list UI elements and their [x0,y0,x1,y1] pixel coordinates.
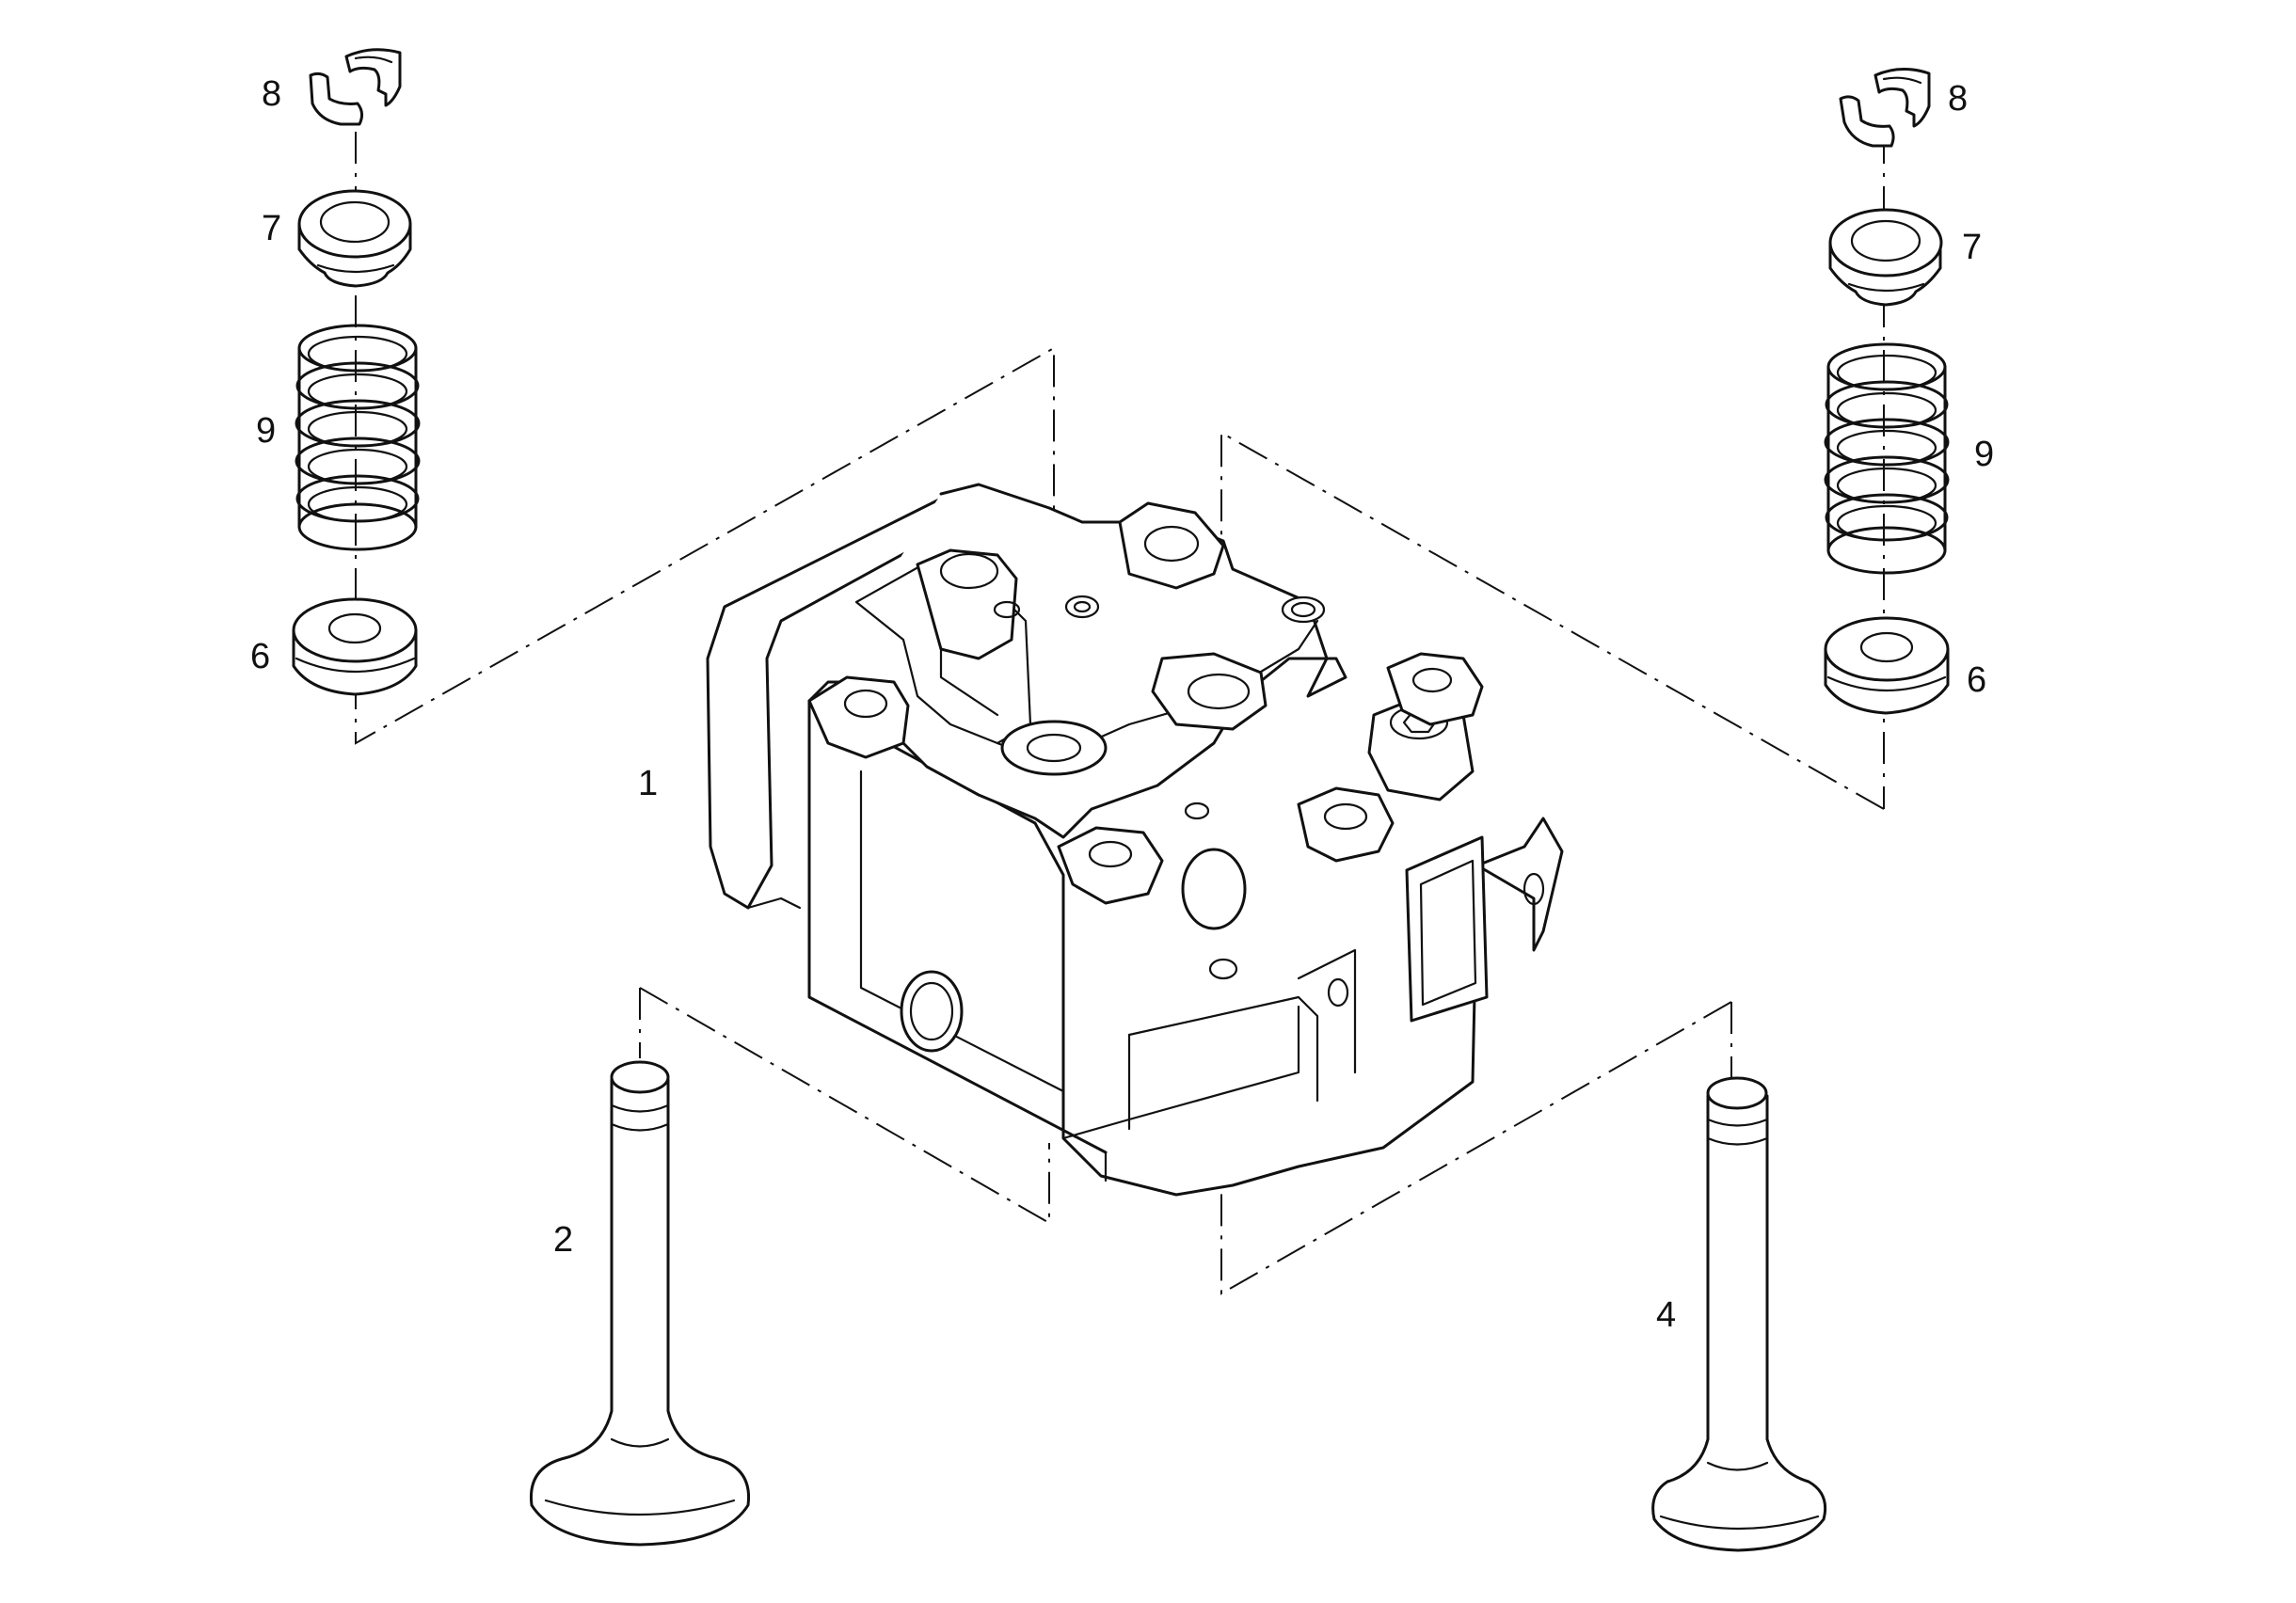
right-spring-seat [1824,616,1950,715]
callout-right-6: 6 [1967,660,1986,700]
callout-labels: 1 2 4 8 7 9 6 8 7 9 6 [250,74,1994,1335]
callout-1: 1 [638,764,658,803]
callout-right-9: 9 [1974,435,1994,474]
callout-right-8: 8 [1948,79,1968,119]
left-spring-retainer [297,189,412,288]
right-valve-cotters [1839,68,1931,148]
callout-left-9: 9 [256,411,276,451]
callout-left-6: 6 [250,637,270,676]
left-valve-stack [292,48,421,696]
right-spring-retainer [1828,208,1943,307]
callout-4: 4 [1656,1295,1676,1335]
left-valve-spring [295,324,421,551]
cylinder-head [706,483,1564,1197]
callout-right-7: 7 [1962,228,1982,267]
right-valve-stack [1824,68,1950,715]
callout-left-7: 7 [262,209,281,248]
right-valve-spring [1824,342,1950,575]
valve-4 [1651,1076,1827,1552]
callout-left-8: 8 [262,74,281,114]
left-valve-cotters [309,48,402,126]
valve-2 [529,1060,751,1547]
callout-2: 2 [553,1220,573,1260]
left-spring-seat [292,597,418,696]
